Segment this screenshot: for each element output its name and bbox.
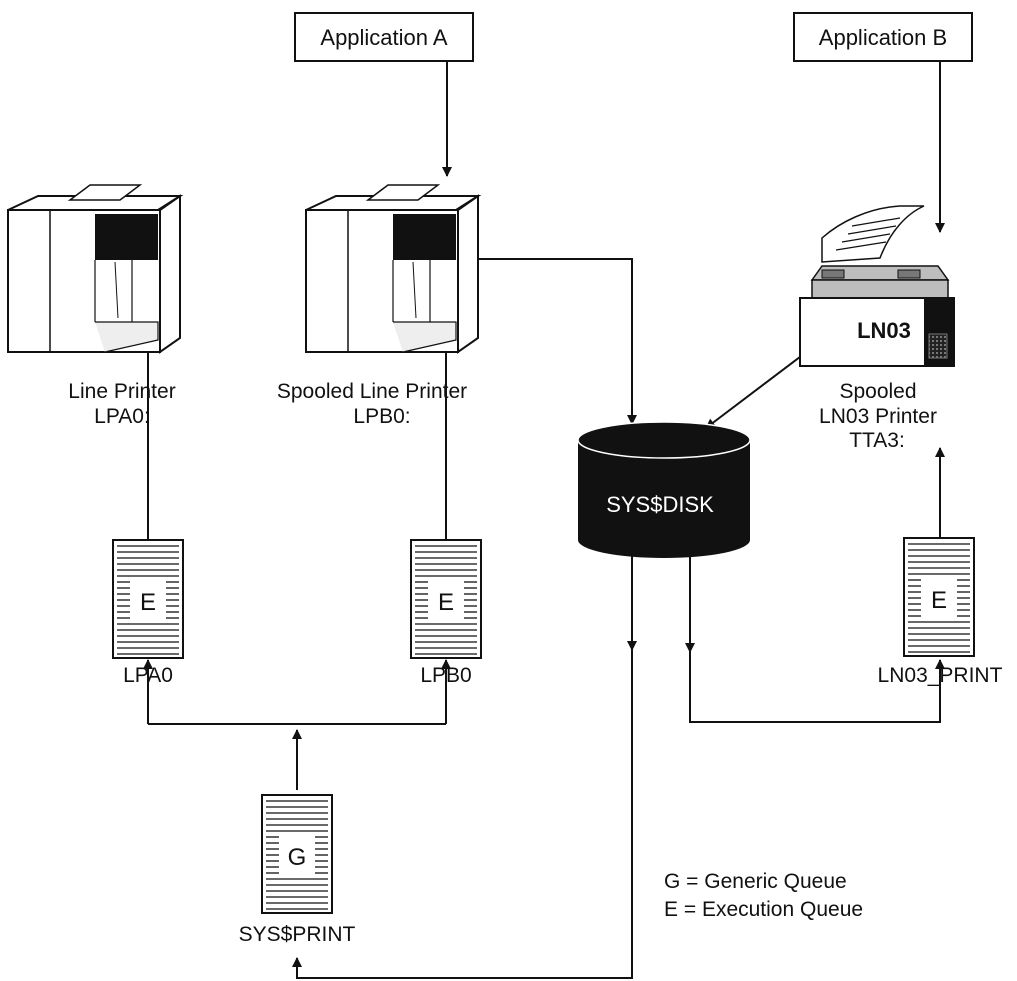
queue-sys-print-icon: G bbox=[261, 794, 333, 914]
sys-disk-cylinder: SYS$DISK bbox=[577, 421, 751, 558]
queue-ln03-print-letter: E bbox=[931, 587, 947, 614]
line-printer-name: Line Printer bbox=[68, 380, 175, 403]
queue-ln03-print-icon: E bbox=[903, 537, 975, 657]
queue-ln03-print-name: LN03_PRINT bbox=[878, 664, 1003, 687]
queue-sys-print-name: SYS$PRINT bbox=[239, 923, 356, 946]
ln03-printer-icon: LN03 bbox=[799, 205, 955, 367]
legend-generic: G = Generic Queue bbox=[664, 870, 847, 893]
application-b-label: Application B bbox=[819, 25, 947, 50]
arrow-disk-feed-to-sysprint bbox=[292, 650, 633, 979]
line-printer-device: LPA0: bbox=[94, 405, 150, 428]
queue-sys-print-letter: G bbox=[288, 844, 307, 871]
line-printer-icon bbox=[7, 184, 184, 354]
ln03-badge: LN03 bbox=[857, 318, 911, 343]
application-a-label: Application A bbox=[320, 25, 448, 50]
spooled-line-printer-icon bbox=[305, 184, 482, 354]
legend: G = Generic Queue E = Execution Queue bbox=[664, 870, 863, 921]
queue-lpa0-letter: E bbox=[140, 589, 156, 616]
spooled-line-printer-name: Spooled Line Printer bbox=[277, 380, 467, 403]
arrow-spooled-printer-to-disk bbox=[478, 258, 637, 425]
application-b-box: Application B bbox=[793, 12, 973, 62]
queue-lpa0-icon: E bbox=[112, 539, 184, 659]
queue-lpb0-name: LPB0 bbox=[420, 664, 471, 687]
queue-lpa0-name: LPA0 bbox=[123, 664, 173, 687]
application-a-box: Application A bbox=[294, 12, 474, 62]
legend-execution: E = Execution Queue bbox=[664, 898, 863, 921]
ln03-printer-device: TTA3: bbox=[849, 429, 905, 452]
queue-lpb0-letter: E bbox=[438, 589, 454, 616]
queue-lpb0-icon: E bbox=[410, 539, 482, 659]
arrow-disk-to-ln03-queue bbox=[689, 650, 945, 723]
spooled-line-printer-device: LPB0: bbox=[353, 405, 410, 428]
ln03-printer-line1: Spooled bbox=[839, 380, 916, 403]
sys-disk-label: SYS$DISK bbox=[606, 492, 714, 517]
ln03-printer-line2: LN03 Printer bbox=[819, 405, 937, 428]
